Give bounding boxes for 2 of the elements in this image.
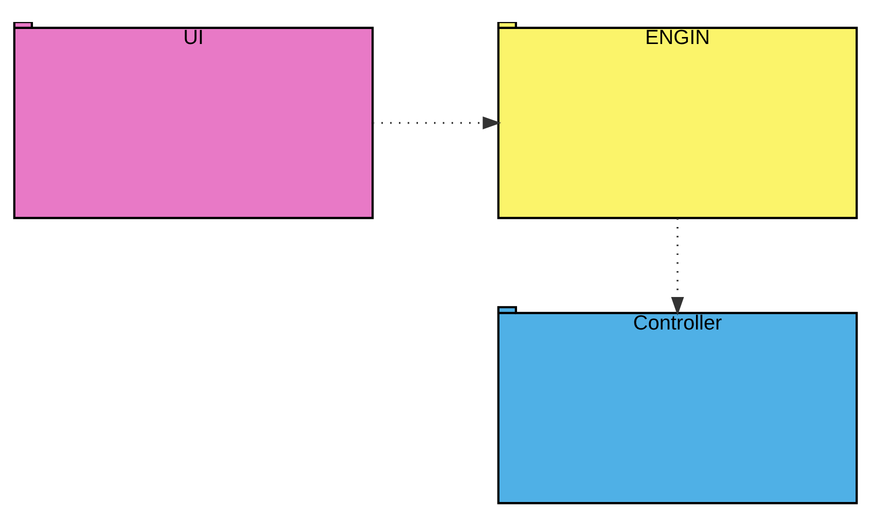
arrow	[671, 218, 684, 315]
arrow	[372, 116, 502, 129]
